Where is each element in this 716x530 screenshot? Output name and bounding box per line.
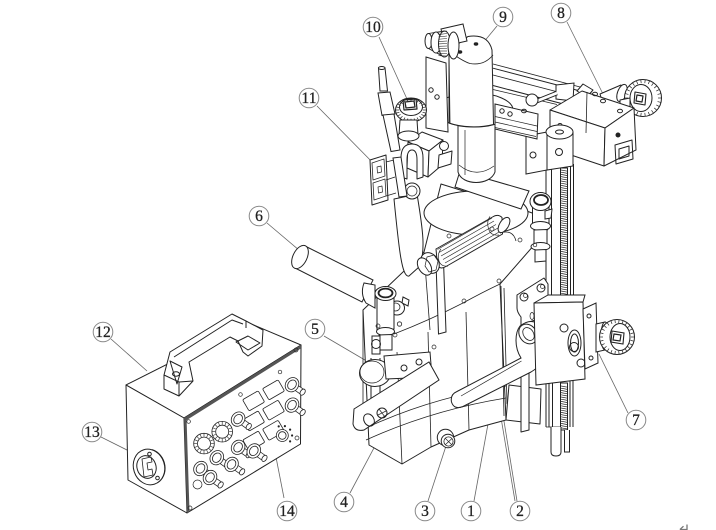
svg-text:4: 4	[340, 494, 348, 511]
svg-text:1: 1	[467, 503, 475, 520]
svg-text:14: 14	[279, 503, 295, 520]
svg-text:3: 3	[421, 503, 429, 520]
svg-text:9: 9	[499, 9, 507, 26]
svg-text:8: 8	[557, 5, 565, 22]
svg-text:5: 5	[311, 321, 319, 338]
svg-text:2: 2	[516, 503, 524, 520]
svg-text:6: 6	[255, 208, 263, 225]
svg-text:7: 7	[632, 412, 640, 429]
svg-text:11: 11	[302, 90, 317, 107]
svg-text:12: 12	[95, 324, 111, 341]
svg-text:13: 13	[84, 424, 100, 441]
svg-text:10: 10	[365, 19, 381, 36]
